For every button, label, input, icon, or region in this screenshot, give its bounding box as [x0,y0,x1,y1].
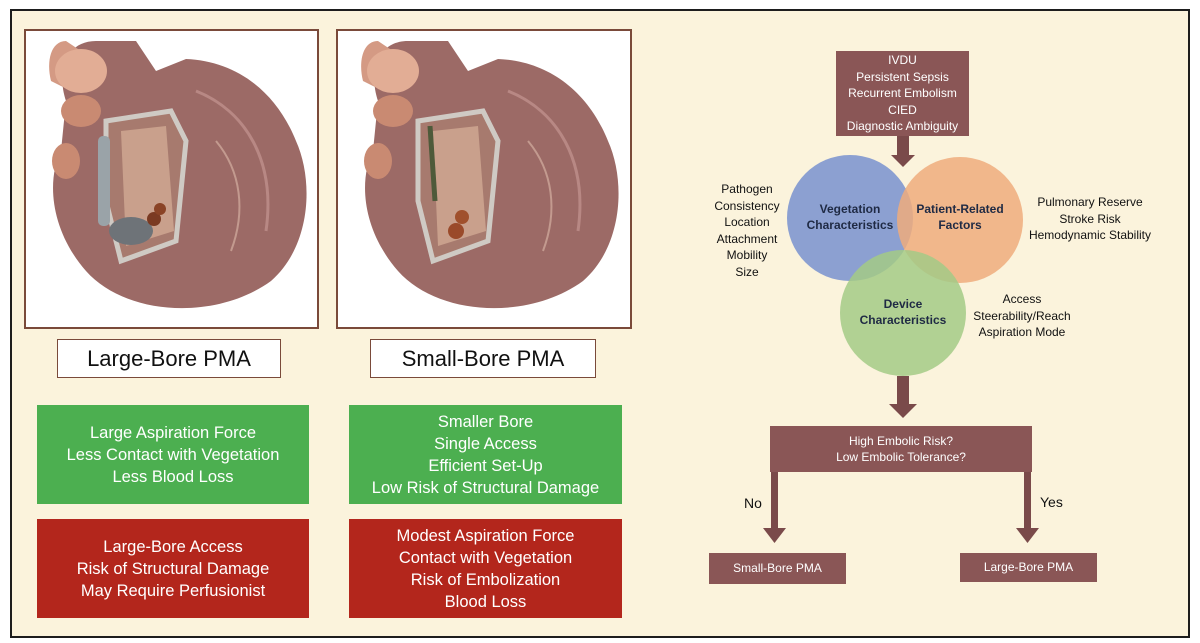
vegetation-label-line: Vegetation [819,202,881,216]
vegetation-circle [787,155,913,281]
device-circle-label: Device Characteristics [853,294,953,330]
factor-item: Stroke Risk [1059,211,1121,226]
vegetation-label-line: Characteristics [806,218,894,232]
decision-line: High Embolic Risk? [848,433,954,448]
device-label-line: Characteristics [859,313,947,327]
small-bore-advantages: Smaller Bore Single Access Efficient Set… [349,405,622,504]
factor-item: Attachment [716,231,778,246]
patient-factors: Pulmonary Reserve Stroke Risk Hemodynami… [1022,194,1158,244]
device-circle [840,250,966,376]
indication-item: IVDU [888,53,917,68]
arrow-shaft [897,376,909,406]
advantage-item: Less Blood Loss [112,467,234,486]
factor-item: Pulmonary Reserve [1037,195,1143,209]
decision-line: Low Embolic Tolerance? [836,450,966,464]
advantage-item: Large Aspiration Force [89,423,256,442]
vegetation-factors: Pathogen Consistency Location Attachment… [700,181,794,280]
disadvantage-item: Risk of Embolization [410,570,561,589]
device-label-line: Device [883,297,923,311]
outcome-large-bore: Large-Bore PMA [960,553,1097,582]
advantage-item: Single Access [434,434,537,453]
disadvantage-item: Blood Loss [444,592,527,611]
no-label: No [744,495,762,511]
factor-item: Pathogen [721,182,773,196]
large-bore-advantages: Large Aspiration Force Less Contact with… [37,405,309,504]
advantage-item: Less Contact with Vegetation [66,445,280,464]
factor-item: Steerability/Reach [973,308,1071,323]
factor-item: Consistency [714,198,780,213]
patient-label-line: Factors [938,218,982,232]
vegetation-circle-label: Vegetation Characteristics [800,199,900,235]
no-branch-line [771,472,778,530]
disadvantage-item: Large-Bore Access [103,537,243,556]
yes-branch-arrowhead [1016,528,1039,543]
small-bore-disadvantages: Modest Aspiration Force Contact with Veg… [349,519,622,618]
advantage-item: Efficient Set-Up [428,456,543,475]
arrow-head [891,155,915,167]
disadvantage-item: Risk of Structural Damage [76,559,270,578]
small-bore-heart-illustration [336,29,632,329]
large-bore-heart-illustration [24,29,319,329]
indication-item: Diagnostic Ambiguity [846,119,959,134]
decision-box: High Embolic Risk? Low Embolic Tolerance… [770,426,1032,472]
indications-box: IVDU Persistent Sepsis Recurrent Embolis… [836,51,969,136]
factor-item: Access [1002,292,1042,306]
small-bore-label: Small-Bore PMA [370,339,596,378]
large-bore-disadvantages: Large-Bore Access Risk of Structural Dam… [37,519,309,618]
arrow-head [889,404,917,418]
arrow-shaft [897,136,909,156]
no-branch-arrowhead [763,528,786,543]
indication-item: CIED [888,102,917,117]
patient-circle [897,157,1023,283]
indication-item: Persistent Sepsis [856,69,949,84]
yes-branch-line [1024,472,1031,530]
factor-item: Mobility [726,248,768,262]
advantage-item: Low Risk of Structural Damage [371,478,600,497]
factor-item: Aspiration Mode [978,325,1066,339]
patient-label-line: Patient-Related [916,202,1004,216]
indication-item: Recurrent Embolism [848,86,957,101]
disadvantage-item: Modest Aspiration Force [396,526,575,545]
factor-item: Hemodynamic Stability [1028,228,1152,242]
outcome-small-bore: Small-Bore PMA [709,553,846,584]
factor-item: Location [724,215,770,229]
patient-circle-label: Patient-Related Factors [902,199,1018,235]
device-factors: Access Steerability/Reach Aspiration Mod… [966,291,1078,341]
factor-item: Size [735,264,759,279]
advantage-item: Smaller Bore [437,412,534,431]
large-bore-label: Large-Bore PMA [57,339,281,378]
disadvantage-item: Contact with Vegetation [398,548,573,567]
yes-label: Yes [1040,494,1063,510]
disadvantage-item: May Require Perfusionist [80,581,266,600]
